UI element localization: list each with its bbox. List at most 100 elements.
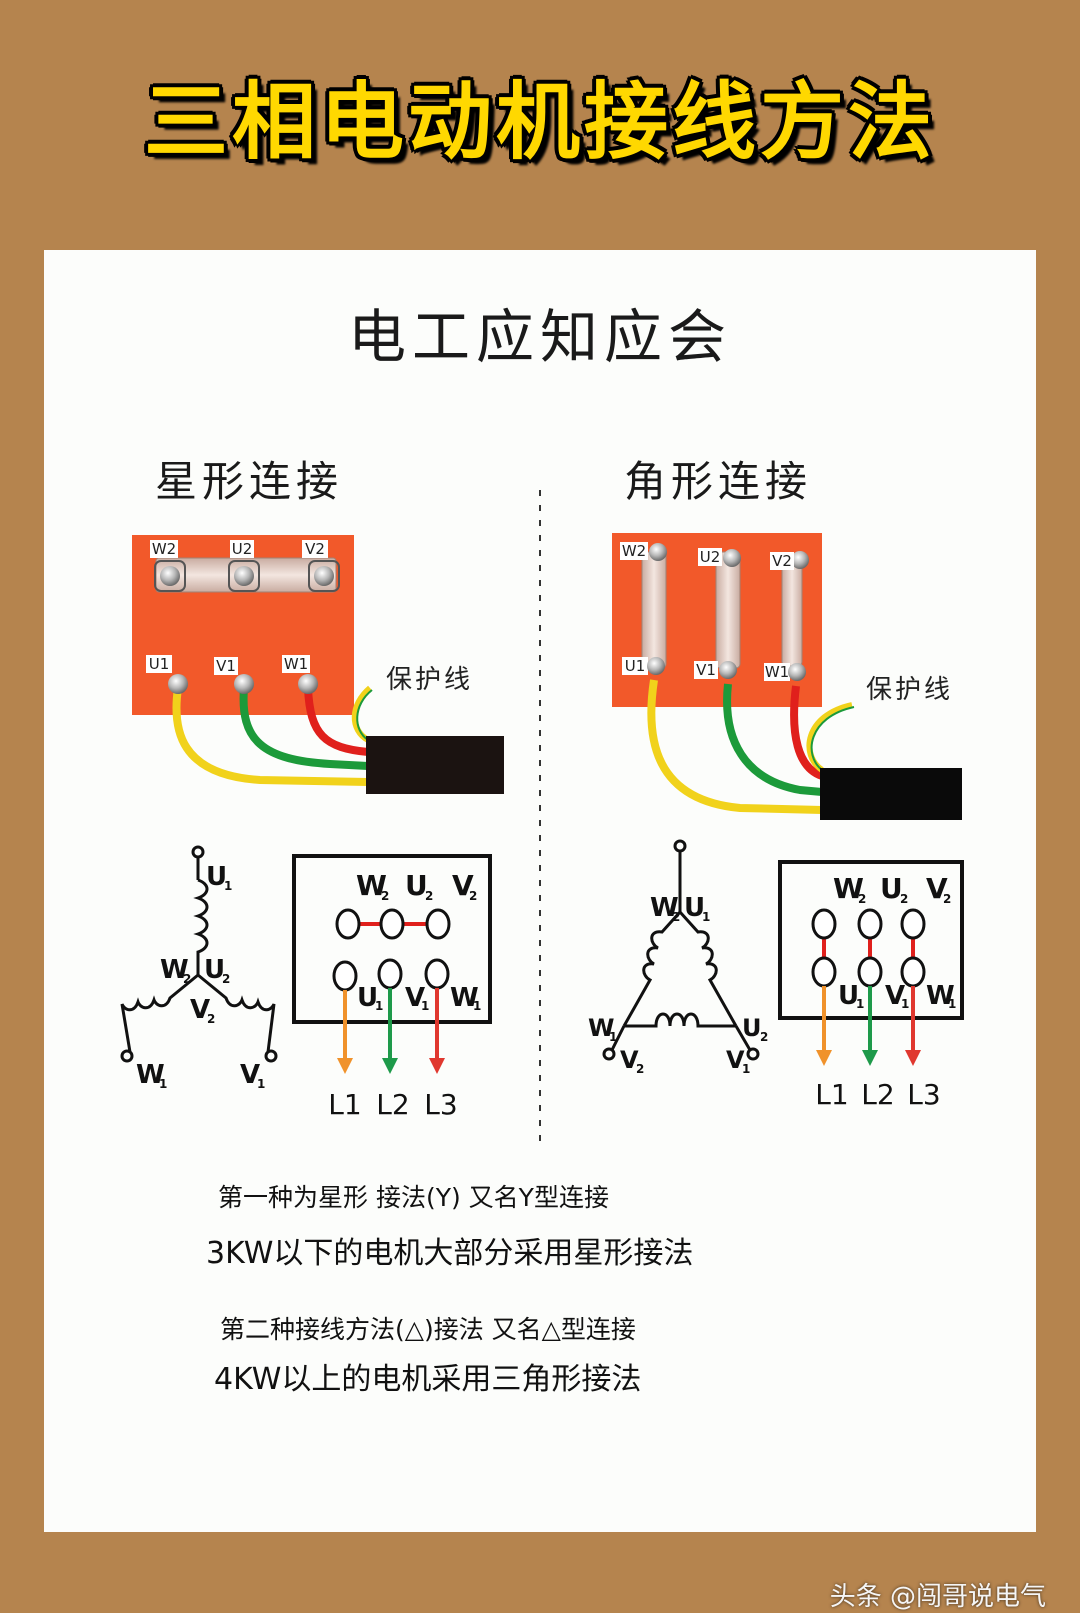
delta-screw-w2 [649, 543, 667, 561]
svg-text:2: 2 [381, 889, 389, 903]
delta-wire-green [723, 683, 823, 796]
delta-arrow-l2 [862, 1050, 878, 1066]
star-protective-wire-label: 保护线 [386, 665, 473, 695]
svg-text:2: 2 [943, 892, 951, 906]
svg-text:2: 2 [636, 1062, 644, 1076]
svg-text:U: U [684, 893, 705, 923]
svg-text:2: 2 [672, 910, 680, 924]
star-terminal-box: W2 U2 V2 U1 V1 W1 保护线 [132, 535, 504, 794]
delta-label-w1: W1 [765, 663, 789, 681]
delta-screw-u1 [647, 657, 665, 675]
star-line-label-l3: L3 [424, 1088, 457, 1121]
svg-text:2: 2 [207, 1012, 215, 1026]
delta-wire-red [790, 685, 824, 780]
star-schematic [120, 845, 278, 1063]
svg-text:2: 2 [425, 889, 433, 903]
delta-coil-right [678, 910, 738, 1027]
star-label-w1: W1 [284, 655, 308, 673]
delta-arrow-l3 [905, 1050, 921, 1066]
delta-line-label-l2: L2 [861, 1078, 894, 1111]
svg-text:1: 1 [159, 1077, 167, 1091]
delta-label-u2: U2 [700, 548, 721, 566]
star-label-u1: U1 [149, 655, 170, 673]
star-screw-v2 [314, 566, 334, 586]
svg-text:1: 1 [742, 1062, 750, 1076]
svg-text:V: V [885, 981, 905, 1011]
svg-text:2: 2 [900, 892, 908, 906]
delta-screw-w1 [788, 663, 806, 681]
star-terminal-schematic: W2 U2 V2 U1 V1 W1 L1 L2 L3 [292, 854, 492, 1121]
svg-text:V: V [405, 983, 425, 1013]
svg-text:W: W [450, 983, 479, 1013]
star-label-v1: V1 [216, 657, 236, 675]
star-schem-w2: W [160, 955, 189, 985]
svg-text:1: 1 [856, 997, 864, 1011]
svg-text:V: V [452, 869, 474, 902]
svg-text:V: V [726, 1046, 745, 1074]
svg-text:W: W [926, 981, 955, 1011]
svg-text:1: 1 [421, 999, 429, 1013]
delta-wire-protective [806, 702, 853, 773]
note-star-usage: 3KW以下的电机大部分采用星形接法 [206, 1236, 694, 1271]
star-cable [366, 736, 504, 794]
delta-cable [820, 768, 962, 820]
delta-heading: 角形连接 [624, 457, 813, 506]
delta-screw-v1 [719, 661, 737, 679]
star-screw-u1 [168, 674, 188, 694]
watermark: 头条 @闯哥说电气 [829, 1582, 1046, 1612]
svg-text:2: 2 [469, 889, 477, 903]
star-coil-w [120, 973, 199, 1053]
delta-bar-1 [641, 551, 667, 669]
svg-text:W: W [650, 893, 679, 923]
note-delta-name: 第二种接线方法(△)接法 又名△型连接 [220, 1315, 636, 1344]
svg-text:1: 1 [473, 999, 481, 1013]
star-schem-v1: V [240, 1060, 260, 1090]
svg-text:1: 1 [901, 997, 909, 1011]
main-title: 三相电动机接线方法 [143, 73, 936, 171]
star-wire-red [304, 687, 369, 756]
svg-text:V: V [926, 872, 948, 905]
delta-bar-3 [781, 555, 803, 667]
star-coil-v [197, 973, 276, 1053]
star-line-label-l2: L2 [376, 1088, 409, 1121]
star-arrow-l2 [382, 1058, 398, 1074]
star-coil-u [193, 878, 209, 975]
star-wire-green [239, 687, 369, 770]
svg-text:W: W [356, 869, 387, 902]
delta-line-label-l1: L1 [815, 1078, 848, 1111]
svg-text:U: U [405, 869, 428, 902]
delta-wire-yellow [647, 679, 823, 814]
star-schem-v2: V [190, 995, 210, 1025]
svg-text:W: W [833, 872, 864, 905]
star-screw-u2 [234, 566, 254, 586]
star-wire-yellow [172, 687, 369, 786]
delta-coil-bottom [624, 1012, 736, 1028]
delta-schematic [602, 839, 760, 1061]
svg-text:V: V [620, 1046, 639, 1074]
star-arrow-l1 [337, 1058, 353, 1074]
star-line-label-l1: L1 [328, 1088, 361, 1121]
svg-text:U: U [880, 872, 903, 905]
delta-coil-left [622, 910, 682, 1027]
content-card [44, 250, 1036, 1532]
svg-text:W: W [588, 1014, 614, 1042]
note-star-name: 第一种为星形 接法(Y) 又名Y型连接 [218, 1183, 609, 1212]
star-screw-w1 [298, 674, 318, 694]
star-screw-v1 [234, 674, 254, 694]
star-label-u2: U2 [232, 540, 253, 558]
star-label-v2: V2 [305, 540, 325, 558]
svg-text:1: 1 [224, 879, 232, 893]
svg-text:2: 2 [858, 892, 866, 906]
delta-arrow-l1 [816, 1050, 832, 1066]
star-arrow-l3 [429, 1058, 445, 1074]
delta-label-w2: W2 [622, 542, 646, 560]
delta-label-v1: V1 [696, 661, 716, 679]
delta-screw-v2 [791, 551, 809, 569]
svg-text:2: 2 [760, 1030, 768, 1044]
delta-bar-2 [715, 551, 741, 669]
star-schem-u1: U [206, 862, 227, 892]
star-label-w2: W2 [152, 540, 176, 558]
svg-text:U: U [357, 983, 378, 1013]
svg-text:1: 1 [702, 910, 710, 924]
